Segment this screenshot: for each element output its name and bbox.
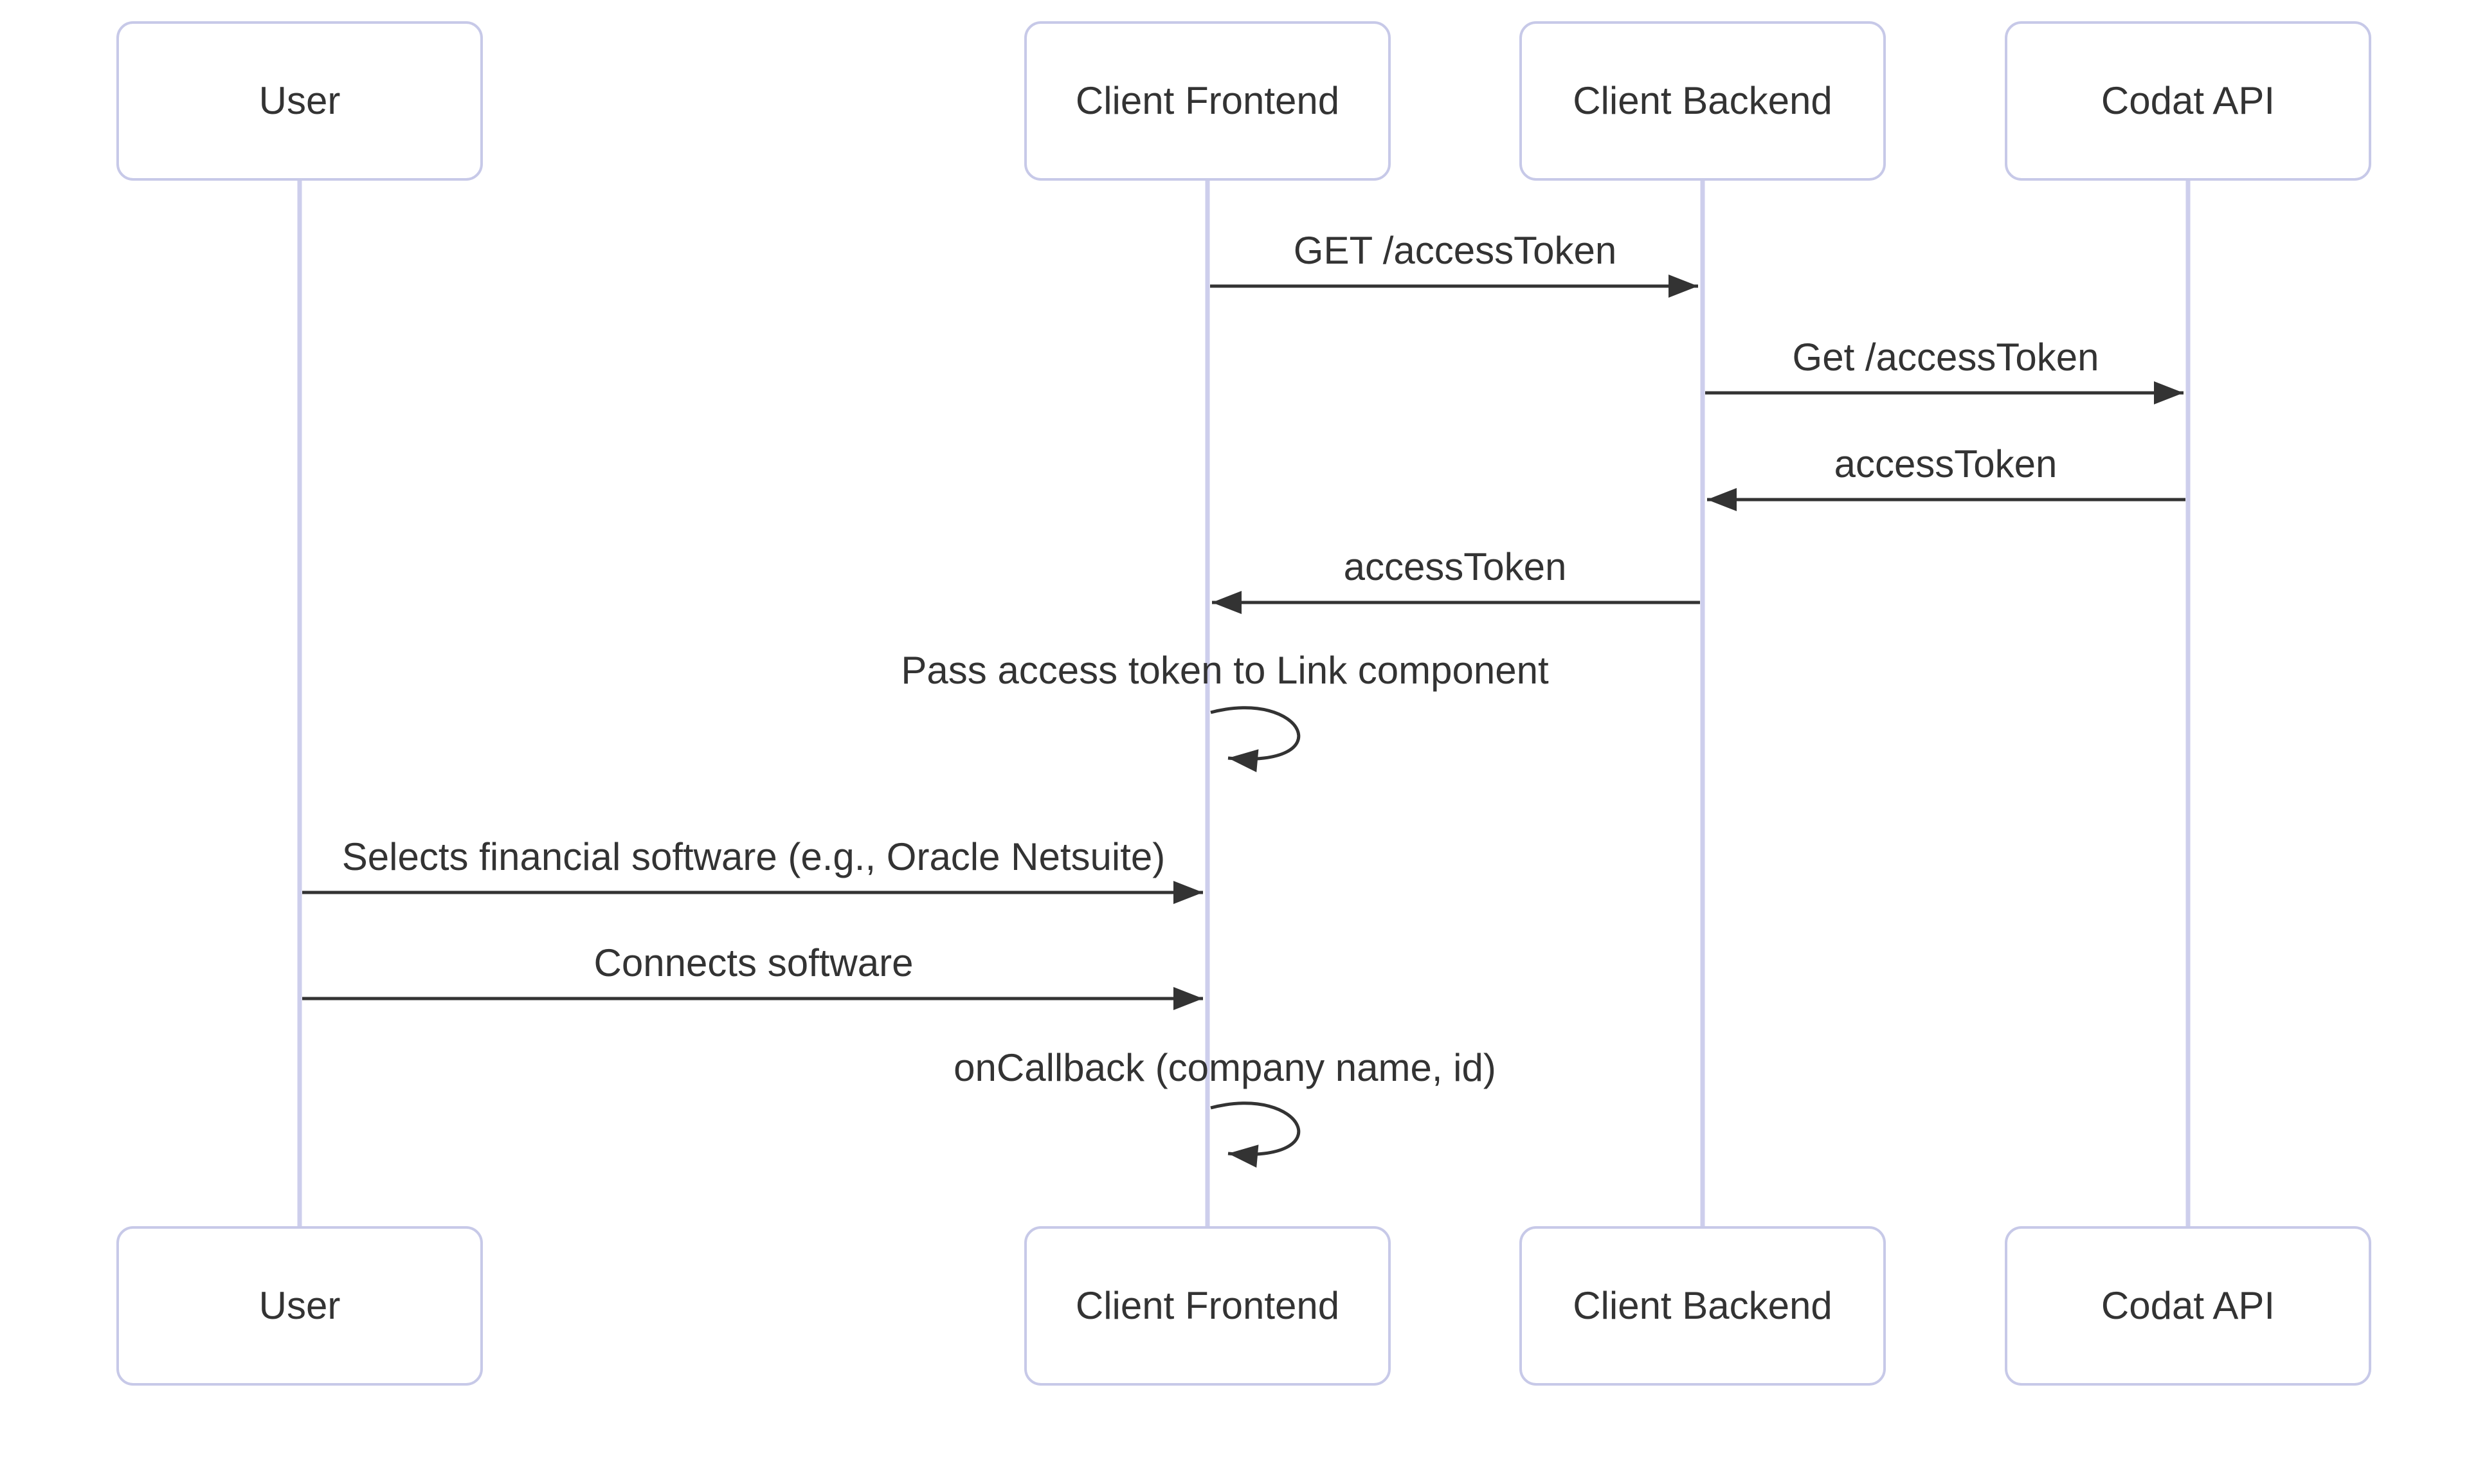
actor-label: Client Backend xyxy=(1573,79,1832,122)
actor-bottom-client-backend: Client Backend xyxy=(1519,1226,1886,1386)
actor-label: User xyxy=(258,79,341,122)
lifeline-client-frontend xyxy=(1205,181,1210,1229)
actor-label: Client Frontend xyxy=(1075,79,1340,122)
actor-label: User xyxy=(258,1284,341,1327)
message-label: Connects software xyxy=(593,941,914,984)
actor-label: Client Frontend xyxy=(1075,1284,1340,1327)
actor-label: Codat API xyxy=(2101,79,2275,122)
actor-top-user: User xyxy=(116,21,483,181)
actor-label: Codat API xyxy=(2101,1284,2275,1327)
message-label: GET /accessToken xyxy=(1293,229,1617,272)
actor-top-client-backend: Client Backend xyxy=(1519,21,1886,181)
message-label: Selects financial software (e.g., Oracle… xyxy=(341,835,1166,878)
message-label: accessToken xyxy=(1834,442,2058,485)
actor-bottom-user: User xyxy=(116,1226,483,1386)
self-loop-pass-access-token xyxy=(1210,706,1301,773)
actor-bottom-client-frontend: Client Frontend xyxy=(1024,1226,1391,1386)
message-label: onCallback (company name, id) xyxy=(954,1046,1496,1089)
actor-top-client-frontend: Client Frontend xyxy=(1024,21,1391,181)
actor-bottom-codat-api: Codat API xyxy=(2005,1226,2371,1386)
self-loop-oncallback xyxy=(1210,1101,1301,1168)
lifeline-user xyxy=(297,181,302,1229)
actor-top-codat-api: Codat API xyxy=(2005,21,2371,181)
actor-label: Client Backend xyxy=(1573,1284,1832,1327)
message-label: Get /accessToken xyxy=(1792,336,2099,379)
lifeline-codat-api xyxy=(2185,181,2191,1229)
message-label: accessToken xyxy=(1343,545,1567,588)
lifeline-client-backend xyxy=(1700,181,1705,1229)
message-label: Pass access token to Link component xyxy=(901,649,1549,692)
